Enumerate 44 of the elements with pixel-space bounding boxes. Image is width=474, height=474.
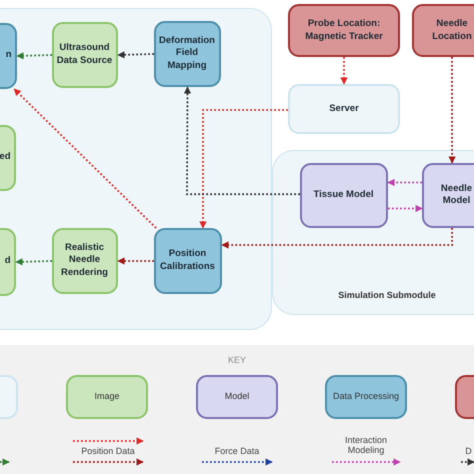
- legend-label: Interaction Modeling: [344, 435, 388, 455]
- arrow: [199, 109, 288, 229]
- node-label: n: [4, 49, 12, 62]
- arrow: [340, 57, 348, 85]
- process-box: [154, 20, 220, 86]
- image-box: [52, 22, 118, 88]
- node-label: Ultrasound Data Source: [56, 42, 114, 67]
- node-label: Server: [328, 102, 360, 116]
- model-box: [422, 162, 474, 228]
- legend-label: Force Data: [214, 446, 260, 456]
- container-panel: [0, 8, 272, 330]
- image-box: [52, 228, 118, 294]
- node-label: ed: [0, 151, 12, 164]
- legend-label: Data Processing: [332, 391, 400, 403]
- source-box: [412, 4, 474, 57]
- server-box: [288, 84, 400, 134]
- source-box: [288, 4, 400, 57]
- module-title: Simulation Submodule: [337, 290, 437, 302]
- arrow: [221, 228, 453, 249]
- arrow: [117, 257, 154, 265]
- process-box: [154, 228, 222, 294]
- node-label: Probe Location: Magnetic Tracker: [304, 18, 384, 43]
- legend-label: Model: [224, 391, 250, 403]
- node-label: Realistic Needle Rendering: [60, 242, 109, 280]
- arrow: [387, 178, 422, 186]
- node-label: d: [4, 255, 12, 268]
- legend-label: Image: [93, 391, 120, 403]
- key-heading: KEY: [226, 355, 247, 365]
- container-panel: [272, 150, 474, 315]
- node-label: Position Calibrations: [159, 248, 216, 273]
- arrow: [448, 57, 456, 164]
- node-label: Deformation Field Mapping: [158, 34, 216, 72]
- node-label: Needle Model: [440, 182, 474, 208]
- arrow: [117, 51, 154, 58]
- cut-off-text: D: [464, 446, 473, 456]
- model-box: [300, 162, 388, 228]
- legend-label: Position Data: [80, 446, 136, 456]
- node-label: Tissue Model: [312, 188, 374, 202]
- arrow: [184, 86, 300, 196]
- arrow: [15, 258, 52, 266]
- arrow: [388, 204, 423, 212]
- node-label: Needle Location: [431, 18, 473, 43]
- arrow: [14, 88, 157, 229]
- arrow: [16, 52, 52, 60]
